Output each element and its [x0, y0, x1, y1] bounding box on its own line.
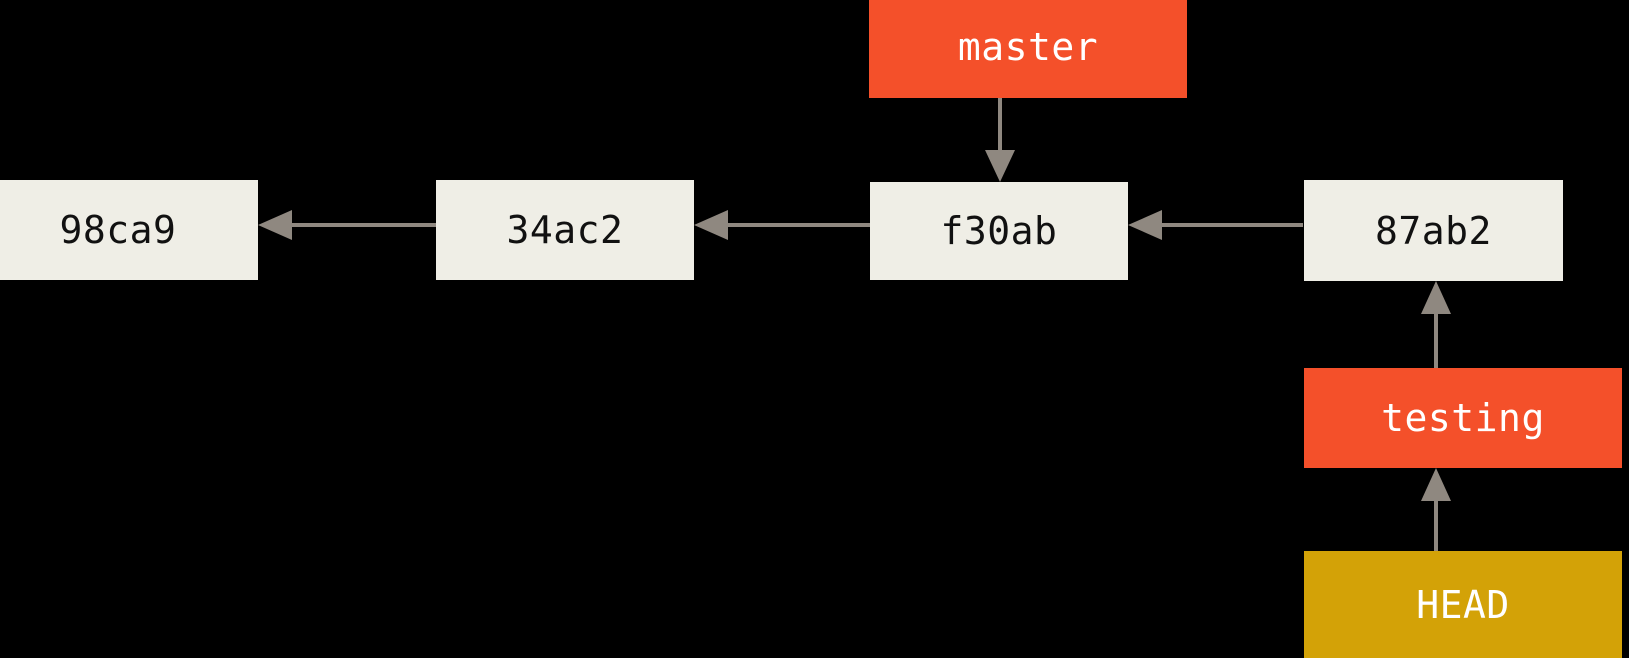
edge-master-to-f30ab — [985, 98, 1015, 182]
commit-node-87ab2[interactable]: 87ab2 — [1304, 180, 1563, 281]
commit-node-34ac2[interactable]: 34ac2 — [436, 180, 694, 280]
branch-label-master[interactable]: master — [869, 0, 1187, 98]
branch-label-text: master — [957, 25, 1099, 69]
edge-f30ab-to-34ac2 — [694, 210, 872, 240]
commit-label: 98ca9 — [59, 208, 177, 252]
commit-label: 87ab2 — [1375, 208, 1492, 253]
commit-label: 34ac2 — [506, 208, 624, 252]
branch-label-text: testing — [1381, 396, 1545, 440]
head-label[interactable]: HEAD — [1304, 551, 1622, 658]
commit-node-f30ab[interactable]: f30ab — [870, 182, 1128, 280]
edge-34ac2-to-98ca9 — [258, 210, 438, 240]
commit-node-98ca9[interactable]: 98ca9 — [0, 180, 258, 280]
edge-testing-to-87ab2 — [1421, 281, 1451, 368]
edge-87ab2-to-f30ab — [1128, 210, 1305, 240]
edge-head-to-testing — [1421, 468, 1451, 551]
commit-label: f30ab — [940, 209, 1058, 253]
branch-label-testing[interactable]: testing — [1304, 368, 1622, 468]
head-label-text: HEAD — [1416, 582, 1510, 627]
